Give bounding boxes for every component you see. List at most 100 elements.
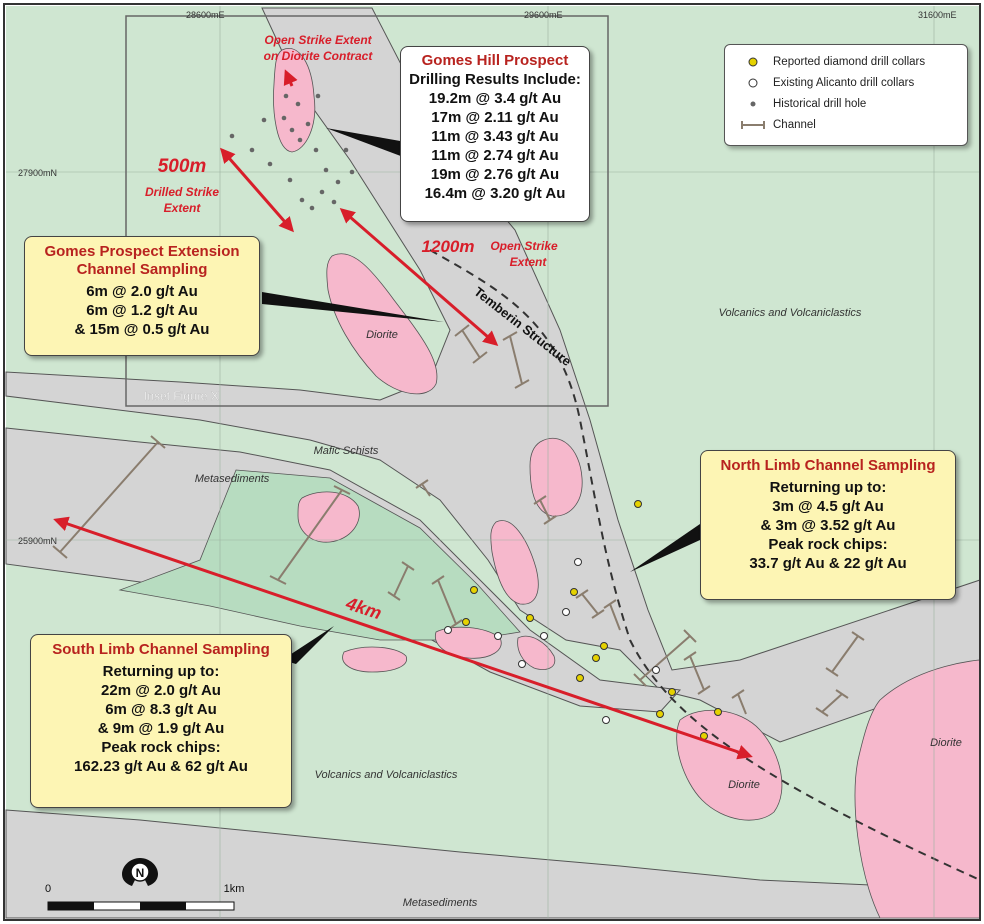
diorite-body-south [342, 646, 407, 673]
map-legend: Reported diamond drill collars Existing … [724, 44, 968, 146]
open-strike-diorite-arrow [283, 69, 298, 87]
callout-subtitle: Drilling Results Include: [409, 71, 581, 88]
callout-south-limb: South Limb Channel Sampling Returning up… [30, 634, 292, 808]
red-annotations: Open Strike Extent on Diorite Contract 5… [145, 33, 558, 623]
scale-bar-end: 1km [224, 883, 245, 895]
inset-frame [125, 15, 609, 407]
drilled-strike-500m: 500m [158, 156, 207, 177]
gomes-extension-pointer [262, 292, 444, 322]
existing-collar [444, 626, 452, 634]
legend-label: Channel [773, 118, 816, 131]
callout-line: 19m @ 2.76 g/t Au [430, 166, 560, 183]
drilled-strike-line2: Extent [164, 201, 202, 215]
south-limb-pointer [282, 626, 334, 664]
north-arrow-letter: N [136, 866, 145, 880]
open-strike-1200m: 1200m [422, 237, 475, 256]
reported-collar [570, 588, 578, 596]
mafic-schists-label: Mafic Schists [314, 445, 379, 457]
diorite-body-east [854, 659, 981, 919]
reported-collar [592, 654, 600, 662]
legend-item-channel: Channel [733, 114, 959, 135]
metasediments-label-left: Metasediments [195, 473, 270, 485]
open-strike-diorite-line1: Open Strike Extent [264, 33, 372, 47]
existing-collar [494, 632, 502, 640]
grid-label-easting-1: 28600mE [186, 10, 225, 20]
grid-label-easting-3: 31600mE [918, 10, 957, 20]
existing-collar [562, 608, 570, 616]
legend-item-existing-collars: Existing Alicanto drill collars [733, 72, 959, 93]
callout-line: 17m @ 2.11 g/t Au [431, 109, 559, 126]
channel-icon [741, 120, 765, 129]
callout-line: Peak rock chips: [101, 739, 221, 756]
existing-collar [540, 632, 548, 640]
reported-collar [576, 674, 584, 682]
open-strike-diorite-line2: on Diorite Contract [264, 49, 374, 63]
callout-line: 11m @ 3.43 g/t Au [431, 128, 559, 145]
gomes-hill-pointer [326, 128, 406, 158]
legend-label: Reported diamond drill collars [773, 55, 926, 68]
scale-bar-start: 0 [45, 883, 51, 895]
inset-label: Inset Figure X [144, 389, 219, 403]
north-limb-pointer [630, 524, 700, 572]
open-strike-line1: Open Strike [490, 239, 558, 253]
legend-item-reported-collars: Reported diamond drill collars [733, 51, 959, 72]
callout-line: 6m @ 8.3 g/t Au [105, 701, 217, 718]
north-arrow-icon [122, 858, 158, 886]
callout-line: 6m @ 2.0 g/t Au [86, 283, 198, 300]
grid-label-northing-2: 25900mN [18, 536, 57, 546]
callout-title: Gomes Hill Prospect [421, 52, 569, 69]
grey-dot-icon [750, 101, 756, 106]
north-arrow: N [122, 858, 158, 886]
reported-collar [600, 642, 608, 650]
callout-line: & 3m @ 3.52 g/t Au [760, 517, 896, 534]
reported-collar [462, 618, 470, 626]
callout-title: Gomes Prospect Extension [44, 243, 240, 260]
open-strike-1200m-arrow [339, 208, 499, 346]
callout-line: 6m @ 1.2 g/t Au [86, 302, 198, 319]
existing-collar [652, 666, 660, 674]
diorite-body-upper [529, 437, 583, 517]
diorite-label-right: Diorite [930, 737, 962, 749]
channel-symbol [502, 331, 530, 389]
diorite-label-center: Diorite [728, 779, 760, 791]
callout-gomes-hill: Gomes Hill Prospect Drilling Results Inc… [400, 46, 590, 222]
distance-4km-arrow [53, 516, 753, 760]
drilled-strike-arrow [220, 147, 294, 233]
callout-title: North Limb Channel Sampling [720, 457, 936, 474]
open-strike-line2: Extent [510, 255, 548, 269]
reported-collar [668, 688, 676, 696]
metasediments-label-bottom: Metasediments [403, 897, 478, 909]
grid-label-northing-1: 27900mN [18, 168, 57, 178]
grid-label-easting-2: 29600mE [524, 10, 563, 20]
callout-line: & 9m @ 1.9 g/t Au [97, 720, 225, 737]
callout-line: Returning up to: [769, 479, 887, 496]
callout-gomes-extension: Gomes Prospect Extension Channel Samplin… [24, 236, 260, 356]
callout-north-limb: North Limb Channel Sampling Returning up… [700, 450, 956, 600]
reported-collar [470, 586, 478, 594]
callout-line: Returning up to: [102, 663, 220, 680]
callout-line: 33.7 g/t Au & 22 g/t Au [749, 555, 907, 572]
callout-line: 22m @ 2.0 g/t Au [101, 682, 221, 699]
channel-symbol [815, 689, 849, 717]
reported-collar [526, 614, 534, 622]
callout-line: Peak rock chips: [768, 536, 888, 553]
callout-line: 16.4m @ 3.20 g/t Au [424, 185, 566, 202]
legend-label: Historical drill hole [773, 97, 867, 110]
existing-collar [518, 660, 526, 668]
white-circle-icon [748, 78, 758, 87]
channel-symbol [825, 631, 865, 677]
scale-bar: 0 1km [45, 883, 245, 911]
callout-line: 19.2m @ 3.4 g/t Au [428, 90, 562, 107]
legend-label: Existing Alicanto drill collars [773, 76, 915, 89]
drilled-strike-line1: Drilled Strike [145, 185, 219, 199]
callout-line: 3m @ 4.5 g/t Au [772, 498, 884, 515]
reported-collar [714, 708, 722, 716]
channel-symbol [415, 479, 431, 497]
volcanics-label-bottom: Volcanics and Volcaniclastics [315, 769, 458, 781]
reported-collar [656, 710, 664, 718]
callout-line: 11m @ 2.74 g/t Au [431, 147, 559, 164]
callout-line: & 15m @ 0.5 g/t Au [74, 321, 210, 338]
volcanics-label-right-text: Volcanics and Volcaniclastics [719, 307, 862, 319]
diorite-label-inset: Diorite [366, 329, 398, 341]
callout-title: South Limb Channel Sampling [52, 641, 270, 658]
